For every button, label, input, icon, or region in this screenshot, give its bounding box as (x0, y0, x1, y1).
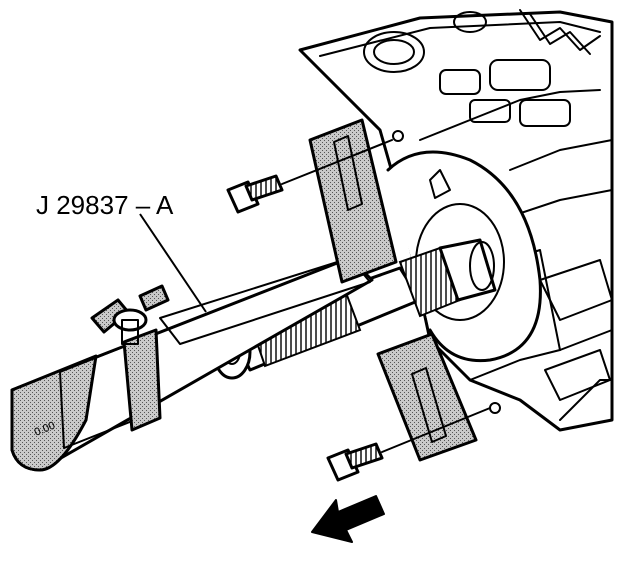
upper-bracket-plate (308, 118, 398, 284)
callout-leader-line (139, 213, 207, 313)
puller-tool: 0.00 (10, 256, 374, 472)
lower-bracket-plate (376, 332, 478, 462)
wing-nut (90, 284, 170, 345)
arrow-left-down-icon (311, 495, 385, 543)
lower-bolt (326, 407, 491, 482)
tool-number-callout: J 29837 – A (36, 190, 174, 220)
upper-bolt (226, 139, 393, 214)
